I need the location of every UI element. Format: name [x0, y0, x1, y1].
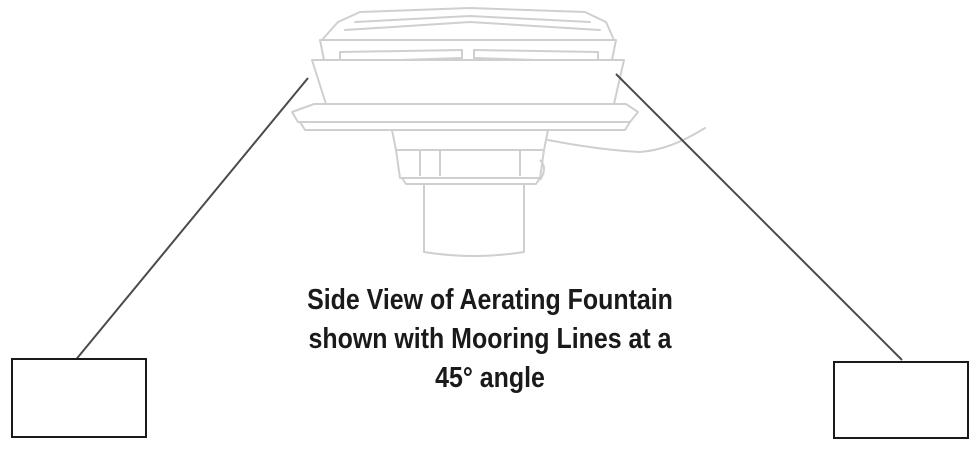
diagram-caption: Side View of Aerating Fountain shown wit…: [241, 281, 740, 398]
left-mooring-line: [73, 77, 309, 363]
caption-line-2: shown with Mooring Lines at a: [308, 323, 672, 355]
motor-housing: [391, 129, 549, 257]
right-mooring-line: [615, 73, 903, 361]
caption-line-3: 45° angle: [435, 362, 545, 394]
right-anchor-block: [833, 361, 969, 439]
caption-line-1: Side View of Aerating Fountain: [307, 284, 673, 316]
left-anchor-block: [11, 358, 147, 438]
power-cord: [547, 127, 706, 154]
fountain-float: [291, 7, 639, 131]
